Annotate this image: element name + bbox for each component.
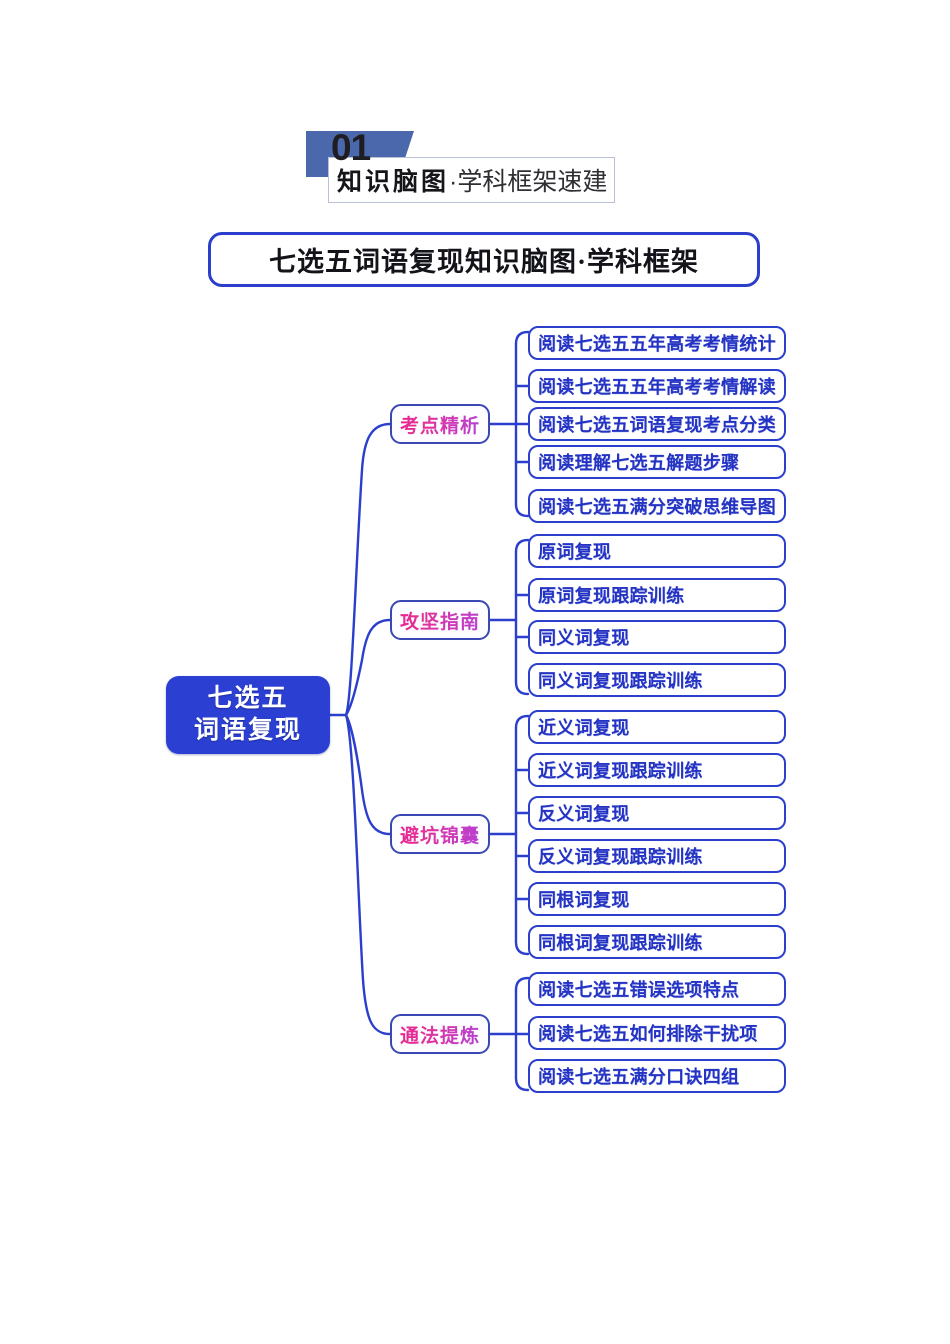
leaf-label: 阅读七选五五年高考考情解读	[538, 377, 776, 397]
leaf-node[interactable]: 阅读七选五满分口诀四组	[528, 1059, 786, 1093]
root-line-2: 词语复现	[193, 717, 302, 744]
leaf-node[interactable]: 阅读七选五错误选项特点	[528, 972, 786, 1006]
leaf-label: 同根词复现跟踪训练	[538, 933, 703, 953]
leaf-label: 阅读七选五五年高考考情统计	[538, 334, 776, 354]
leaf-label: 阅读七选五错误选项特点	[538, 980, 740, 1000]
badge-number: 01	[331, 127, 371, 168]
leaf-label: 阅读七选五满分突破思维导图	[538, 497, 776, 517]
leaf-node[interactable]: 同根词复现	[528, 882, 786, 916]
leaf-label: 近义词复现跟踪训练	[538, 761, 703, 781]
leaf-label: 同根词复现	[538, 890, 630, 910]
leaf-node[interactable]: 反义词复现	[528, 796, 786, 830]
branch-node-3[interactable]: 避坑锦囊	[390, 814, 490, 854]
leaf-label: 阅读理解七选五解题步骤	[538, 453, 740, 473]
leaf-node[interactable]: 反义词复现跟踪训练	[528, 839, 786, 873]
leaf-node[interactable]: 近义词复现	[528, 710, 786, 744]
map-title-text: 七选五词语复现知识脑图·学科框架	[268, 247, 699, 277]
leaf-node[interactable]: 同根词复现跟踪训练	[528, 925, 786, 959]
leaf-node[interactable]: 原词复现跟踪训练	[528, 578, 786, 612]
root-node[interactable]: 七选五 词语复现	[166, 676, 330, 754]
leaf-node[interactable]: 阅读七选五词语复现考点分类	[528, 407, 786, 441]
leaf-label: 近义词复现	[538, 718, 630, 738]
leaf-label: 阅读七选五如何排除干扰项	[538, 1024, 758, 1044]
leaf-node[interactable]: 原词复现	[528, 534, 786, 568]
branch-label-2: 攻坚指南	[400, 607, 480, 634]
leaf-label: 同义词复现跟踪训练	[538, 671, 703, 691]
leaf-label: 原词复现跟踪训练	[538, 586, 685, 606]
badge-title-rest: ·学科框架速建	[449, 168, 608, 196]
badge-title-bold: 知识脑图	[337, 168, 450, 196]
leaf-label: 反义词复现	[538, 804, 630, 824]
leaf-node[interactable]: 同义词复现	[528, 620, 786, 654]
leaf-node[interactable]: 近义词复现跟踪训练	[528, 753, 786, 787]
branch-label-4: 通法提炼	[400, 1021, 480, 1048]
leaf-node[interactable]: 阅读七选五如何排除干扰项	[528, 1016, 786, 1050]
leaf-node[interactable]: 同义词复现跟踪训练	[528, 663, 786, 697]
branch-node-1[interactable]: 考点精析	[390, 404, 490, 444]
leaf-label: 反义词复现跟踪训练	[538, 847, 703, 867]
leaf-label: 同义词复现	[538, 628, 630, 648]
leaf-label: 阅读七选五满分口诀四组	[538, 1067, 740, 1087]
root-line-1: 七选五	[207, 685, 289, 712]
leaf-node[interactable]: 阅读理解七选五解题步骤	[528, 445, 786, 479]
leaf-label: 原词复现	[538, 542, 612, 562]
leaf-label: 阅读七选五词语复现考点分类	[538, 415, 776, 435]
leaf-node[interactable]: 阅读七选五五年高考考情统计	[528, 326, 786, 360]
branch-label-1: 考点精析	[400, 411, 480, 438]
branch-label-3: 避坑锦囊	[400, 821, 480, 848]
leaf-node[interactable]: 阅读七选五五年高考考情解读	[528, 369, 786, 403]
badge-title-box: 知识脑图 ·学科框架速建	[328, 157, 616, 203]
leaf-node[interactable]: 阅读七选五满分突破思维导图	[528, 489, 786, 523]
branch-node-4[interactable]: 通法提炼	[390, 1014, 490, 1054]
branch-node-2[interactable]: 攻坚指南	[390, 600, 490, 640]
map-title-box: 七选五词语复现知识脑图·学科框架	[208, 232, 760, 287]
section-badge: 01 知识脑图 ·学科框架速建	[306, 127, 666, 205]
